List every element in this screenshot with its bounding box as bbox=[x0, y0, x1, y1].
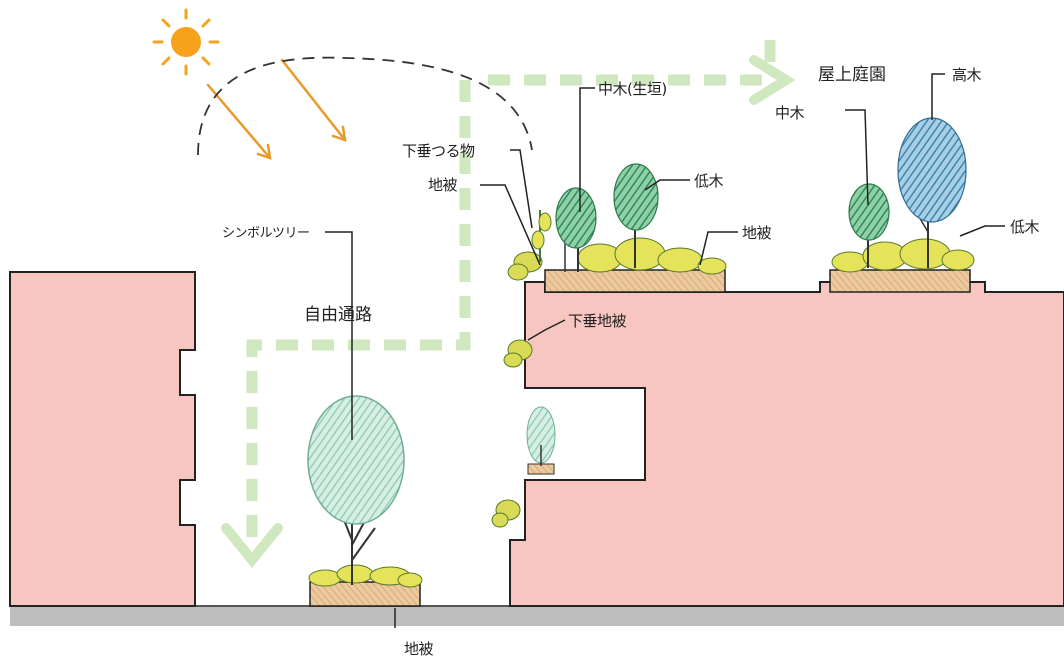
sun-ray-arrow bbox=[206, 58, 347, 160]
medium-tree-1 bbox=[613, 163, 659, 268]
label-medium-tree-hedge: 中木(生垣) bbox=[598, 80, 667, 98]
label-shrub-center: 低木 bbox=[694, 172, 724, 190]
wind-arrowhead bbox=[221, 55, 796, 568]
label-groundcover-center: 地被 bbox=[742, 224, 772, 242]
label-rooftop-garden: 屋上庭園 bbox=[818, 65, 886, 84]
vine bbox=[531, 210, 552, 262]
label-free-passage: 自由通路 bbox=[304, 305, 372, 324]
label-shrub-right: 低木 bbox=[1010, 218, 1040, 236]
roof-planter-1 bbox=[544, 269, 726, 293]
ground-planter bbox=[309, 581, 421, 607]
ground-shrubs bbox=[308, 564, 423, 588]
label-hanging-groundcover: 下垂地被 bbox=[568, 312, 627, 330]
symbol-tree bbox=[307, 395, 405, 585]
label-tall-tree: 高木 bbox=[952, 66, 982, 84]
terrace-niche bbox=[525, 387, 646, 481]
terrace-tree bbox=[526, 406, 556, 475]
medium-tree-2 bbox=[848, 183, 890, 268]
label-groundcover-top-left: 地被 bbox=[428, 176, 458, 194]
hanging-plants bbox=[491, 251, 543, 528]
label-groundcover-bottom: 地被 bbox=[404, 640, 434, 658]
label-symbol-tree: シンボルツリー bbox=[222, 226, 310, 241]
wind-flow-arrow bbox=[246, 40, 776, 545]
sky-arc bbox=[197, 56, 533, 156]
hedge-tree bbox=[555, 187, 597, 272]
roof-planter-2 bbox=[829, 269, 971, 293]
left-building bbox=[9, 271, 196, 607]
sun-icon bbox=[152, 8, 220, 76]
roof-1-shrubs bbox=[577, 237, 727, 275]
label-medium-tree-right: 中木 bbox=[775, 104, 805, 122]
leader-lines bbox=[325, 73, 1005, 628]
roof-2-shrubs bbox=[831, 238, 975, 273]
label-hanging-plants: 下垂つる物 bbox=[402, 142, 475, 160]
ground-strip bbox=[10, 606, 1064, 626]
